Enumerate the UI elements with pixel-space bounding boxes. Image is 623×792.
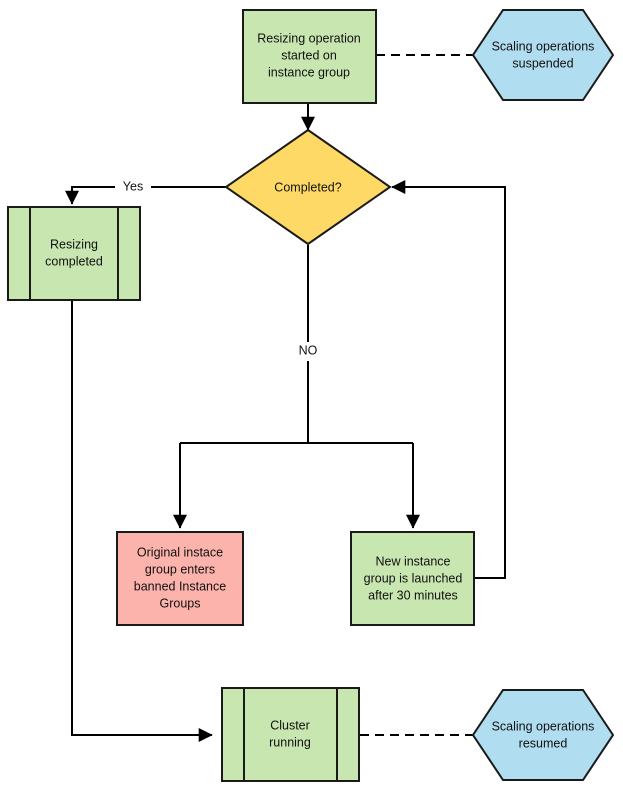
- node-completed-decision[interactable]: Completed?: [224, 128, 392, 246]
- node-resizing-completed[interactable]: Resizing completed: [7, 206, 141, 301]
- node-scaling-resumed-line-2: resumed: [519, 736, 568, 750]
- node-scaling-resumed-hexagon[interactable]: [471, 689, 615, 781]
- node-resizing-started[interactable]: Resizing operation started on instance g…: [242, 9, 377, 104]
- node-new-group-launched-line-2: group is launched: [364, 571, 463, 585]
- node-original-banned[interactable]: Original instace group enters banned Ins…: [116, 531, 244, 626]
- node-original-banned-line-4: Groups: [160, 596, 201, 610]
- edge-resizing-completed-to-cluster-running: [71, 300, 213, 742]
- node-scaling-suspended-hexagon[interactable]: [471, 9, 615, 101]
- node-scaling-suspended-line-1: Scaling operations: [492, 39, 595, 53]
- node-completed-label: Completed?: [274, 180, 341, 194]
- node-resizing-completed-line-1: Resizing: [50, 237, 98, 251]
- node-new-group-launched[interactable]: New instance group is launched after 30 …: [350, 531, 475, 626]
- node-resizing-started-line-3: instance group: [268, 65, 350, 79]
- node-cluster-running-line-2: running: [269, 735, 311, 749]
- node-original-banned-line-3: banned Instance: [134, 579, 226, 593]
- node-resizing-started-box[interactable]: [242, 9, 377, 104]
- edge-label-yes: Yes: [123, 179, 143, 193]
- node-original-banned-line-1: Original instace: [137, 545, 223, 559]
- node-scaling-resumed[interactable]: Scaling operations resumed: [471, 689, 615, 781]
- edge-completed-yes-to-resizing-completed: Yes: [65, 177, 228, 205]
- node-completed-diamond[interactable]: [224, 128, 392, 246]
- node-resizing-started-line-1: Resizing operation: [257, 31, 361, 45]
- node-original-banned-line-2: group enters: [145, 562, 215, 576]
- node-cluster-running[interactable]: Cluster running: [221, 687, 360, 782]
- edge-completed-no-split: NO: [173, 245, 420, 529]
- no-label-backdrop: [291, 342, 325, 361]
- node-original-banned-box[interactable]: [116, 531, 244, 626]
- yes-label-backdrop: [115, 177, 151, 196]
- node-cluster-running-line-1: Cluster: [270, 718, 310, 732]
- node-scaling-suspended-line-2: suspended: [512, 56, 573, 70]
- node-scaling-resumed-line-1: Scaling operations: [492, 719, 595, 733]
- edge-new-group-back-to-completed: [391, 180, 506, 579]
- node-resizing-completed-line-2: completed: [45, 254, 103, 268]
- edge-label-no: NO: [299, 343, 318, 357]
- node-resizing-started-line-2: started on: [281, 48, 337, 62]
- node-new-group-launched-line-3: after 30 minutes: [368, 588, 458, 602]
- node-new-group-launched-box[interactable]: [350, 531, 475, 626]
- node-scaling-suspended[interactable]: Scaling operations suspended: [471, 9, 615, 101]
- node-new-group-launched-line-1: New instance: [375, 554, 450, 568]
